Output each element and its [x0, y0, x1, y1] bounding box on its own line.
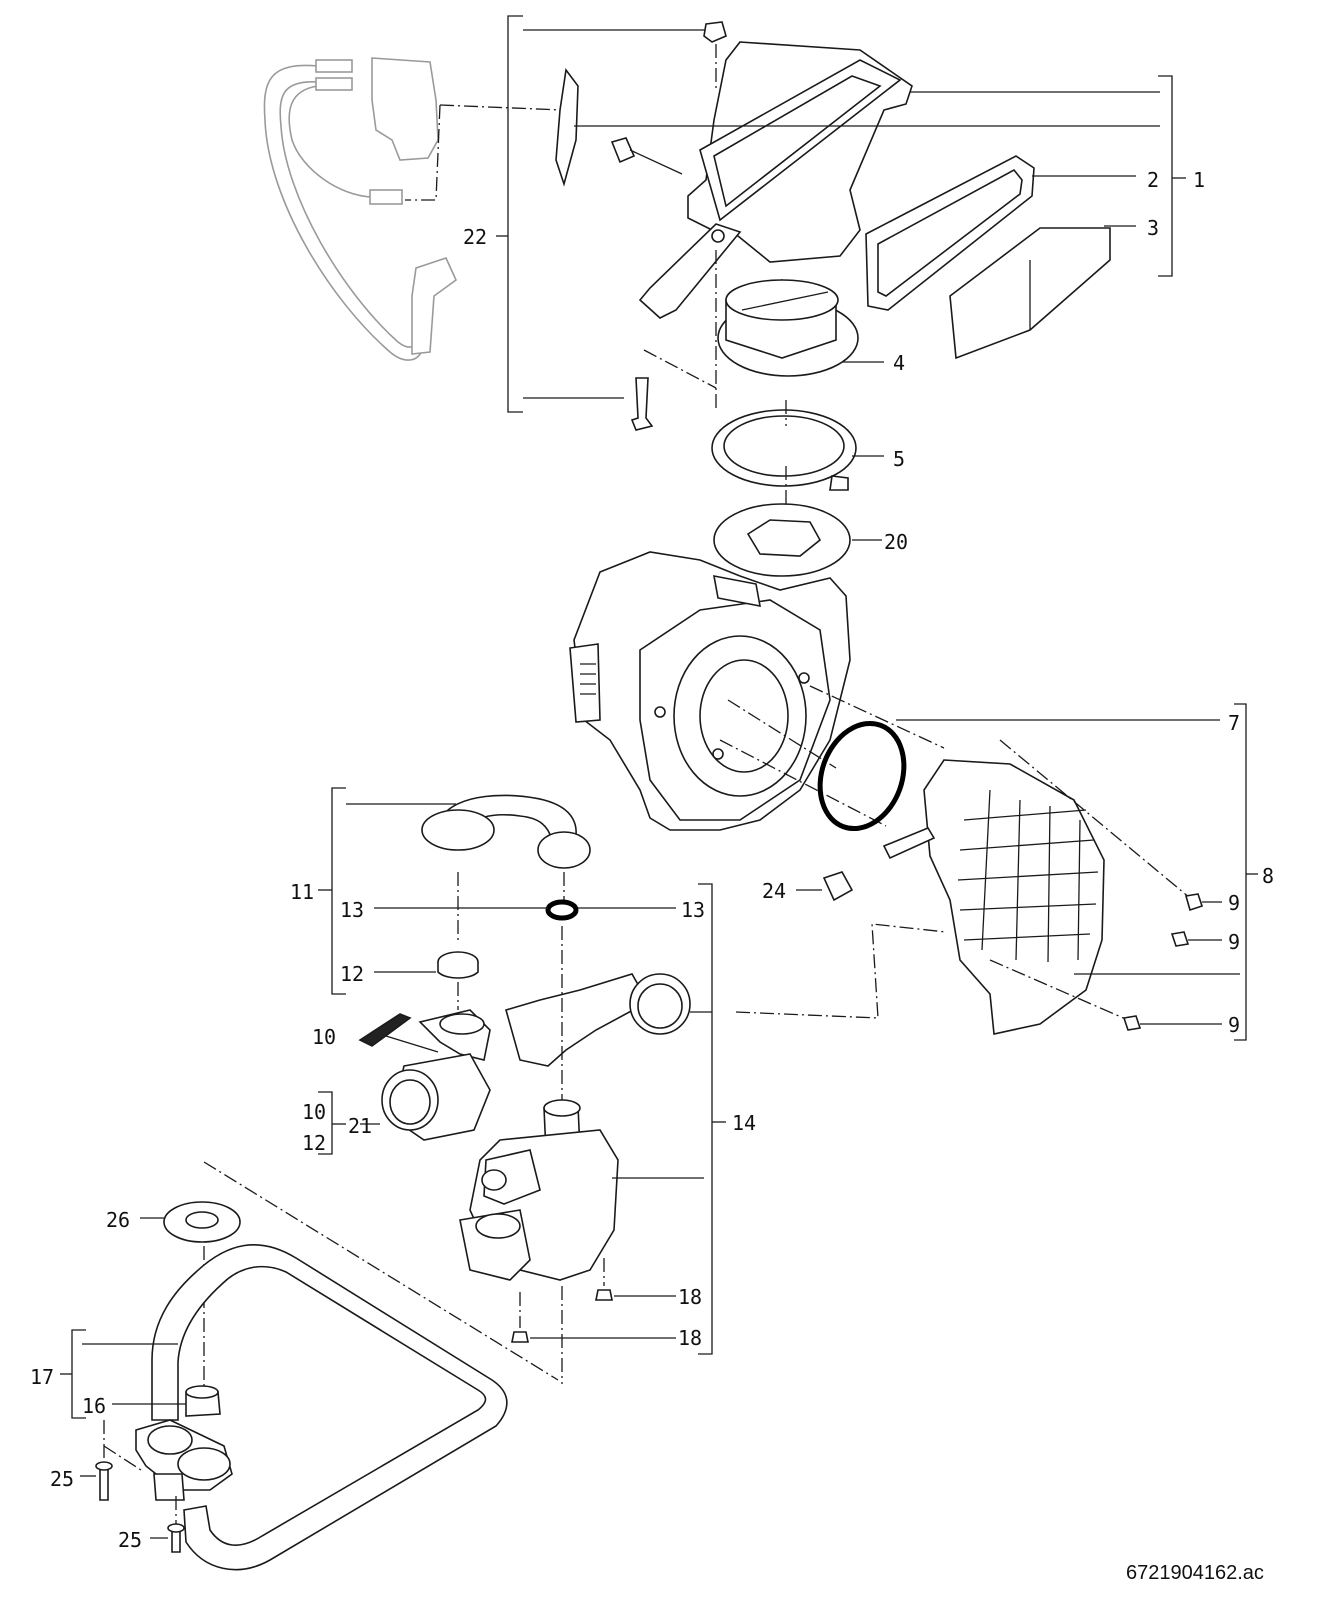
o-ring-7	[817, 719, 1220, 832]
housing-axis-line	[643, 250, 717, 412]
link-dash-to-cover	[735, 923, 947, 1019]
fan-housing	[569, 551, 851, 831]
callout-4: 4	[893, 351, 906, 375]
callout-12-group: 12	[302, 1131, 327, 1155]
cover-screws-9	[989, 739, 1222, 1031]
callout-22: 22	[463, 225, 488, 249]
callout-17: 17	[30, 1365, 55, 1389]
return-pipe-17	[82, 1244, 508, 1571]
callout-5: 5	[893, 447, 906, 471]
callout-11: 11	[290, 880, 315, 904]
gasket-2	[865, 155, 1035, 311]
washer-26	[140, 1201, 241, 1390]
valve-body	[459, 926, 704, 1281]
ignition-cable	[263, 57, 457, 361]
callout-2: 2	[1147, 168, 1160, 192]
flow-arrow	[358, 1013, 412, 1047]
sleeve-24	[796, 826, 936, 902]
bracket-22	[496, 15, 706, 413]
callout-9-upper: 9	[1228, 891, 1241, 915]
callout-25-bottom: 25	[118, 1528, 143, 1552]
callout-24: 24	[762, 879, 787, 903]
callout-18-upper: 18	[678, 1285, 703, 1309]
callout-12: 12	[340, 962, 365, 986]
air-intake-housing	[638, 41, 913, 319]
callout-14: 14	[732, 1111, 757, 1135]
clip-and-screw	[555, 21, 727, 187]
bracket-10-12	[318, 1091, 346, 1155]
callout-13-right: 13	[681, 898, 706, 922]
seal-ring-5	[711, 400, 884, 512]
seal-13	[374, 899, 676, 921]
callout-13-left: 13	[340, 898, 365, 922]
callout-25-left: 25	[50, 1467, 75, 1491]
fan-axis-lines	[719, 685, 945, 827]
connector-link-lines	[405, 104, 563, 201]
callout-21: 21	[348, 1114, 373, 1138]
sleeve-12	[374, 951, 479, 1010]
bracket-14	[698, 883, 726, 1355]
screws-18	[511, 1258, 676, 1384]
callout-8: 8	[1262, 864, 1275, 888]
fan-cover-8	[923, 703, 1258, 1041]
plug-16	[112, 1385, 221, 1417]
assembly-diagonal	[203, 1161, 559, 1381]
callout-20: 20	[884, 530, 909, 554]
water-pipe-assembly	[360, 973, 712, 1141]
callout-26: 26	[106, 1208, 131, 1232]
callout-leaders-top-right	[574, 75, 1186, 277]
callout-9-lower: 9	[1228, 1013, 1241, 1037]
callout-1: 1	[1193, 168, 1206, 192]
bracket-11	[318, 787, 456, 995]
screws-25	[80, 1420, 185, 1553]
pipe-fitting	[135, 1419, 233, 1501]
callout-10-group: 10	[302, 1100, 327, 1124]
callout-9-middle: 9	[1228, 930, 1241, 954]
filter-3	[949, 227, 1111, 360]
callout-10: 10	[312, 1025, 337, 1049]
document-code: 6721904162.ac	[1126, 1562, 1264, 1584]
bypass-pipe	[421, 794, 591, 940]
callout-3: 3	[1147, 216, 1160, 240]
venturi-4	[630, 279, 884, 431]
callout-16: 16	[82, 1394, 107, 1418]
callout-7: 7	[1228, 711, 1241, 735]
bracket-17	[60, 1329, 86, 1419]
gasket-20	[713, 503, 882, 577]
callout-18-lower: 18	[678, 1326, 703, 1350]
